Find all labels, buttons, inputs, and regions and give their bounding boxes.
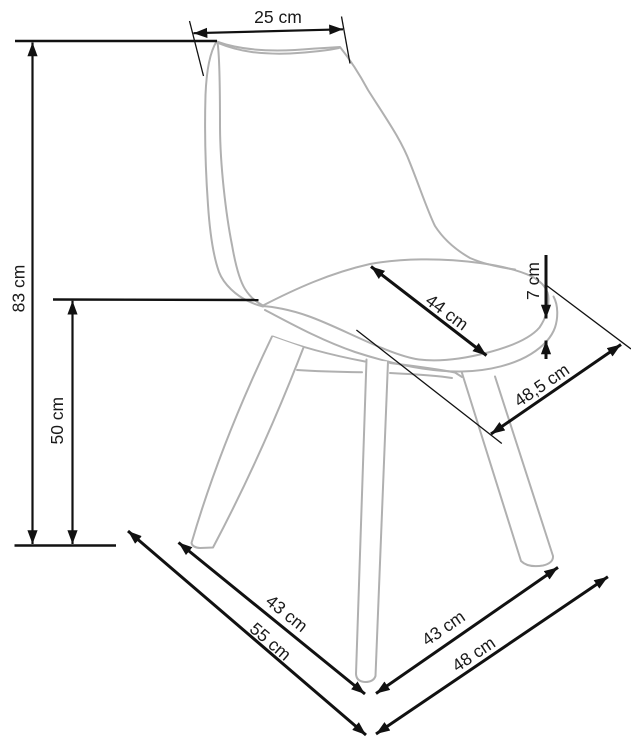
- svg-text:43 cm: 43 cm: [418, 606, 469, 650]
- svg-text:25 cm: 25 cm: [254, 7, 302, 27]
- svg-text:83 cm: 83 cm: [9, 265, 29, 313]
- svg-text:7 cm: 7 cm: [523, 262, 543, 300]
- svg-text:50 cm: 50 cm: [47, 397, 67, 445]
